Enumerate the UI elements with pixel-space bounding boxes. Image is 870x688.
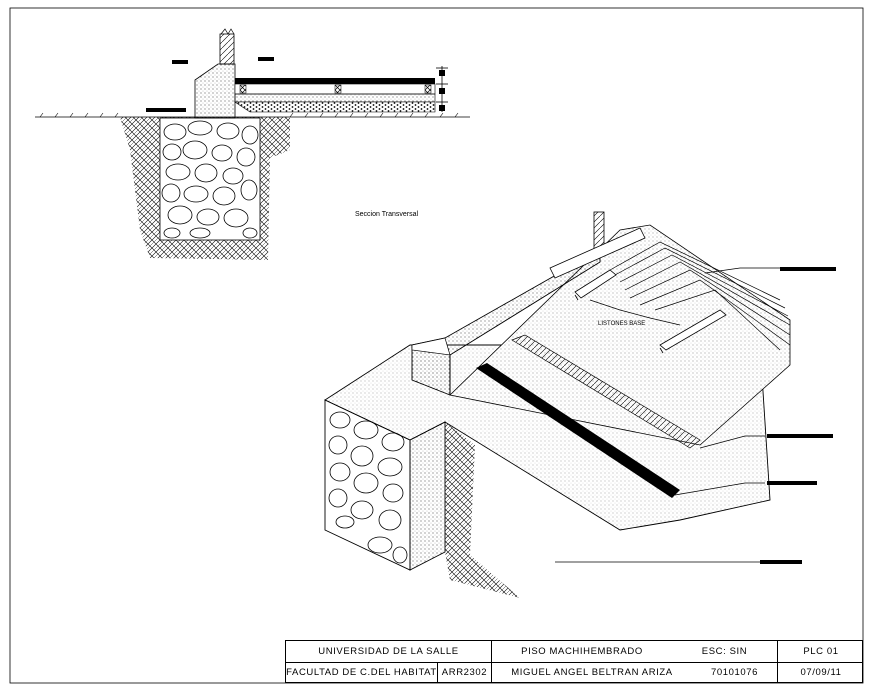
course-code: ARR2302: [438, 662, 492, 683]
scale: ESC: SIN: [672, 641, 778, 662]
gravel-layer: [234, 101, 436, 113]
title-block-row-2: FACULTAD DE C.DEL HABITAT ARR2302 MIGUEL…: [286, 662, 862, 683]
label-bar: [767, 481, 817, 485]
university-name: UNIVERSIDAD DE LA SALLE: [286, 641, 492, 662]
section-title: Seccion Transversal: [355, 211, 418, 218]
label-bar: [258, 57, 274, 61]
label-bar: [146, 108, 186, 112]
sheet-number: PLC 01: [803, 646, 839, 657]
sheet-border: [9, 7, 864, 684]
title-block-row-1: UNIVERSIDAD DE LA SALLE PISO MACHIHEMBRA…: [286, 641, 862, 663]
callout-listones-base: LISTONES BASE: [598, 321, 645, 327]
author-name: MIGUEL ANGEL BELTRAN ARIZA: [511, 667, 673, 678]
isometric-view: LISTONES BASE: [324, 211, 836, 598]
drawing-date: 07/09/11: [800, 667, 842, 678]
cross-section-view: Seccion Transversal: [35, 28, 470, 260]
gravel-strip: [511, 334, 701, 449]
slab-layer: [234, 93, 436, 103]
label-bar: [767, 434, 833, 438]
wall-stub: [219, 33, 235, 65]
concrete-side-face: [409, 421, 446, 571]
waterproof-strip: [476, 363, 680, 498]
project-name: PISO MACHIHEMBRADO: [521, 646, 643, 657]
curb-beam: [411, 249, 601, 396]
title-block: UNIVERSIDAD DE LA SALLE PISO MACHIHEMBRA…: [285, 640, 863, 683]
label-bar: [172, 60, 188, 64]
wood-floor-layer: [235, 78, 435, 84]
soil-hatch-iso: [445, 422, 520, 598]
listones-base: [574, 269, 727, 351]
faculty-name: FACULTAD DE C.DEL HABITAT: [286, 662, 438, 683]
label-bar: [780, 267, 836, 271]
concrete-curb: [194, 63, 236, 119]
label-bar: [760, 560, 802, 564]
stone-foundation: [159, 117, 261, 241]
wood-floor-boards: [609, 241, 791, 351]
student-id: 70101076: [692, 662, 778, 683]
